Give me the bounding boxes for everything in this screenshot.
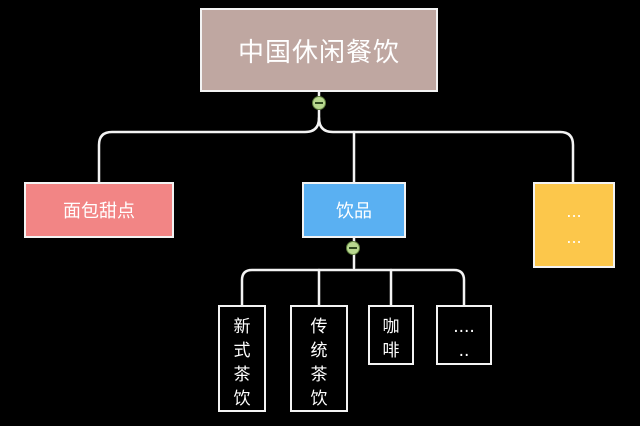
node-char: 统 (310, 341, 328, 361)
node-char: 啡 (382, 341, 400, 361)
node-bakery-dessert[interactable]: 面包甜点 (24, 182, 174, 238)
connector-root-right (317, 116, 575, 184)
node-char: 饮 (233, 389, 251, 409)
collapse-toggle-root-icon[interactable] (312, 96, 326, 110)
connector-drink-bus (240, 268, 466, 307)
collapse-toggle-drinks-icon[interactable] (346, 241, 360, 255)
node-char: 传 (310, 317, 328, 337)
node-char: .. (458, 341, 470, 361)
node-label-line: ... (566, 228, 582, 247)
node-char: 咖 (382, 317, 400, 337)
node-char: 茶 (310, 365, 328, 385)
node-char: .... (453, 317, 475, 337)
root-label: 中国休闲餐饮 (237, 37, 400, 68)
connector-root-stem (97, 90, 321, 184)
node-more[interactable]: ... ... (533, 182, 615, 268)
node-drinks[interactable]: 饮品 (302, 182, 406, 238)
node-traditional-tea[interactable]: 传 统 茶 饮 (290, 305, 348, 412)
root-node[interactable]: 中国休闲餐饮 (200, 8, 438, 92)
node-label: 饮品 (336, 201, 372, 222)
node-char: 茶 (233, 365, 251, 385)
node-more-drinks[interactable]: .... .. (436, 305, 492, 365)
node-char: 新 (233, 317, 251, 337)
node-char: 式 (233, 341, 251, 361)
node-char: 饮 (310, 389, 328, 409)
node-new-style-tea[interactable]: 新 式 茶 饮 (218, 305, 266, 412)
node-label: 面包甜点 (63, 201, 135, 222)
node-label-line: ... (566, 202, 582, 221)
node-coffee[interactable]: 咖 啡 (368, 305, 414, 365)
